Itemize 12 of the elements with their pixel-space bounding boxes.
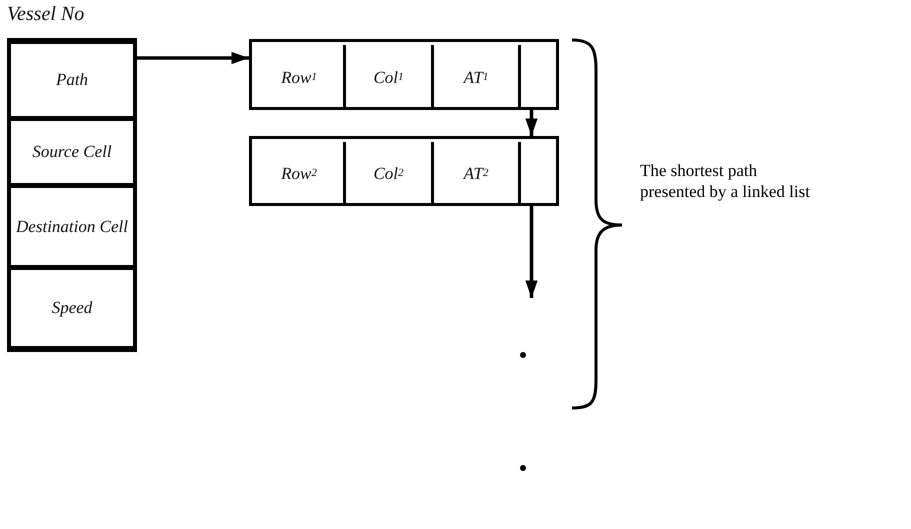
list-node: [249, 39, 559, 110]
brace-note: The shortest path presented by a linked list: [640, 160, 811, 202]
field-cell: Path: [8, 41, 136, 119]
arrow: [136, 52, 249, 64]
list-node: [249, 136, 559, 206]
record-box: [5, 3, 139, 353]
field-cell: Speed: [8, 267, 136, 349]
record-heading: Vessel No: [7, 3, 84, 26]
arrow: [525, 203, 538, 298]
field-cell: Source Cell: [8, 118, 136, 186]
field-cell: Destination Cell: [8, 185, 136, 268]
arrow: [525, 107, 538, 136]
